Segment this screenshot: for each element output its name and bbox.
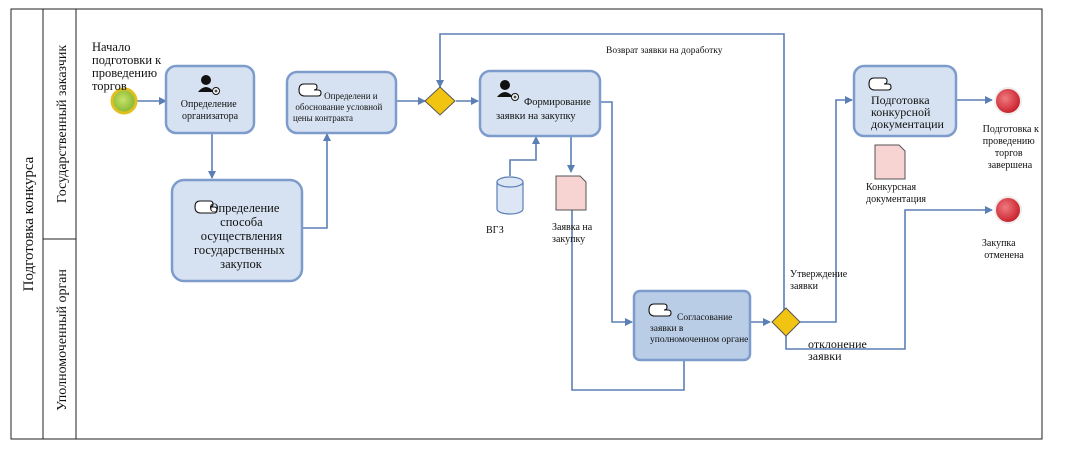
flow-label-approve: Утверждение заявки <box>790 269 850 292</box>
assoc-db-to-form <box>509 136 540 176</box>
task-form-request[interactable]: Формирование заявки на закупку <box>478 69 602 138</box>
docs-line-1: Подготовка <box>871 93 930 107</box>
task-method[interactable]: Определение способа осуществления госуда… <box>170 178 304 283</box>
start-label-line-3: проведению <box>92 66 157 80</box>
task-approval-label: Согласование заявки в уполномоченном орг… <box>650 313 748 345</box>
docs-line-2: конкурсной <box>871 105 931 119</box>
docs-line-3: документации <box>871 117 945 131</box>
lane-label-customer: Государственный заказчик <box>55 45 70 203</box>
flow-approve <box>800 96 853 323</box>
request-line-2: закупку <box>552 234 585 245</box>
flow-reject <box>785 206 993 350</box>
approval-line-2: заявки в <box>650 324 684 334</box>
data-store-vgz[interactable] <box>496 176 524 215</box>
task-approval[interactable]: Согласование заявки в уполномоченном орг… <box>632 289 752 362</box>
user-icon <box>198 75 220 95</box>
method-line-3: осуществления <box>201 229 283 243</box>
task-organizer[interactable]: Определение организатора <box>164 64 256 135</box>
gateway-return[interactable] <box>424 86 456 116</box>
reject-line-2: заявки <box>808 349 842 363</box>
reject-line-1: отклонение <box>808 337 867 351</box>
task-organizer-label: Определение организатора <box>181 99 239 122</box>
documentation-line-2: документация <box>866 194 926 205</box>
completed-line-2: проведению <box>983 136 1036 147</box>
task-form-label: Формирование заявки на закупку <box>496 97 593 122</box>
flow-label-reject: отклонение заявки <box>808 337 870 363</box>
end-event-cancelled-label: Закупка отменена <box>982 238 1024 261</box>
flow-label-return: Возврат заявки на доработку <box>606 45 723 56</box>
flow-method-to-price <box>302 133 331 229</box>
user-icon <box>497 80 519 101</box>
hand-icon <box>868 77 892 91</box>
method-line-4: государственных <box>194 243 286 257</box>
price-line-2: обоснование условной <box>295 102 382 112</box>
completed-line-4: завершена <box>988 160 1033 171</box>
price-line-1: Определени и <box>324 91 378 101</box>
task-price[interactable]: Определени и обоснование условной цены к… <box>285 70 398 135</box>
form-line-1: Формирование <box>524 97 591 108</box>
data-object-documentation-label: Конкурсная документация <box>866 182 926 205</box>
cancelled-line-2: отменена <box>984 250 1024 261</box>
approve-line-2: заявки <box>790 281 819 292</box>
flow-return <box>436 33 785 322</box>
task-documentation-label: Подготовка конкурсной документации <box>871 93 945 131</box>
price-line-3: цены контракта <box>293 113 353 123</box>
end-event-completed[interactable] <box>994 87 1022 115</box>
start-event[interactable] <box>110 87 138 115</box>
data-store-label: ВГЗ <box>486 225 504 236</box>
lane-label-authority: Уполномоченный орган <box>55 269 70 411</box>
approval-line-3: уполномоченном органе <box>650 335 748 345</box>
task-method-label: Определение способа осуществления госуда… <box>194 201 288 271</box>
pool-title: Подготовка конкурса <box>21 156 37 291</box>
method-line-1: Определение <box>209 201 279 215</box>
data-object-documentation[interactable] <box>874 144 906 180</box>
task-documentation[interactable]: Подготовка конкурсной документации <box>852 64 958 138</box>
flow-form-to-approval <box>600 101 633 326</box>
pool-border <box>10 8 1043 440</box>
hand-icon <box>648 303 672 317</box>
request-line-1: Заявка на <box>552 222 593 233</box>
approval-line-1: Согласование <box>677 313 732 323</box>
start-label-line-1: Начало <box>92 40 131 54</box>
assoc-approval-to-request <box>571 210 685 391</box>
data-object-request-label: Заявка на закупку <box>552 222 595 245</box>
method-line-2: способа <box>220 215 263 229</box>
organizer-line-1: Определение <box>181 99 238 110</box>
start-label-line-2: подготовки к <box>92 53 162 67</box>
completed-line-1: Подготовка к <box>983 124 1039 135</box>
hand-icon <box>194 200 218 214</box>
start-event-label: Начало подготовки к проведению торгов <box>92 40 164 93</box>
end-event-completed-label: Подготовка к проведению торгов завершена <box>983 124 1042 171</box>
start-label-line-4: торгов <box>92 79 127 93</box>
cancelled-line-1: Закупка <box>982 238 1016 249</box>
hand-icon <box>298 83 322 97</box>
gateway-approval[interactable] <box>771 307 801 337</box>
completed-line-3: торгов <box>995 148 1023 159</box>
method-line-5: закупок <box>220 257 263 271</box>
sequence-flows <box>136 33 993 391</box>
form-line-2: заявки на закупку <box>496 111 576 122</box>
documentation-line-1: Конкурсная <box>866 182 916 193</box>
organizer-line-2: организатора <box>182 111 239 122</box>
end-event-cancelled[interactable] <box>994 196 1022 224</box>
data-object-request[interactable] <box>555 175 587 211</box>
approve-line-1: Утверждение <box>790 269 848 280</box>
task-price-label: Определени и обоснование условной цены к… <box>293 91 385 123</box>
